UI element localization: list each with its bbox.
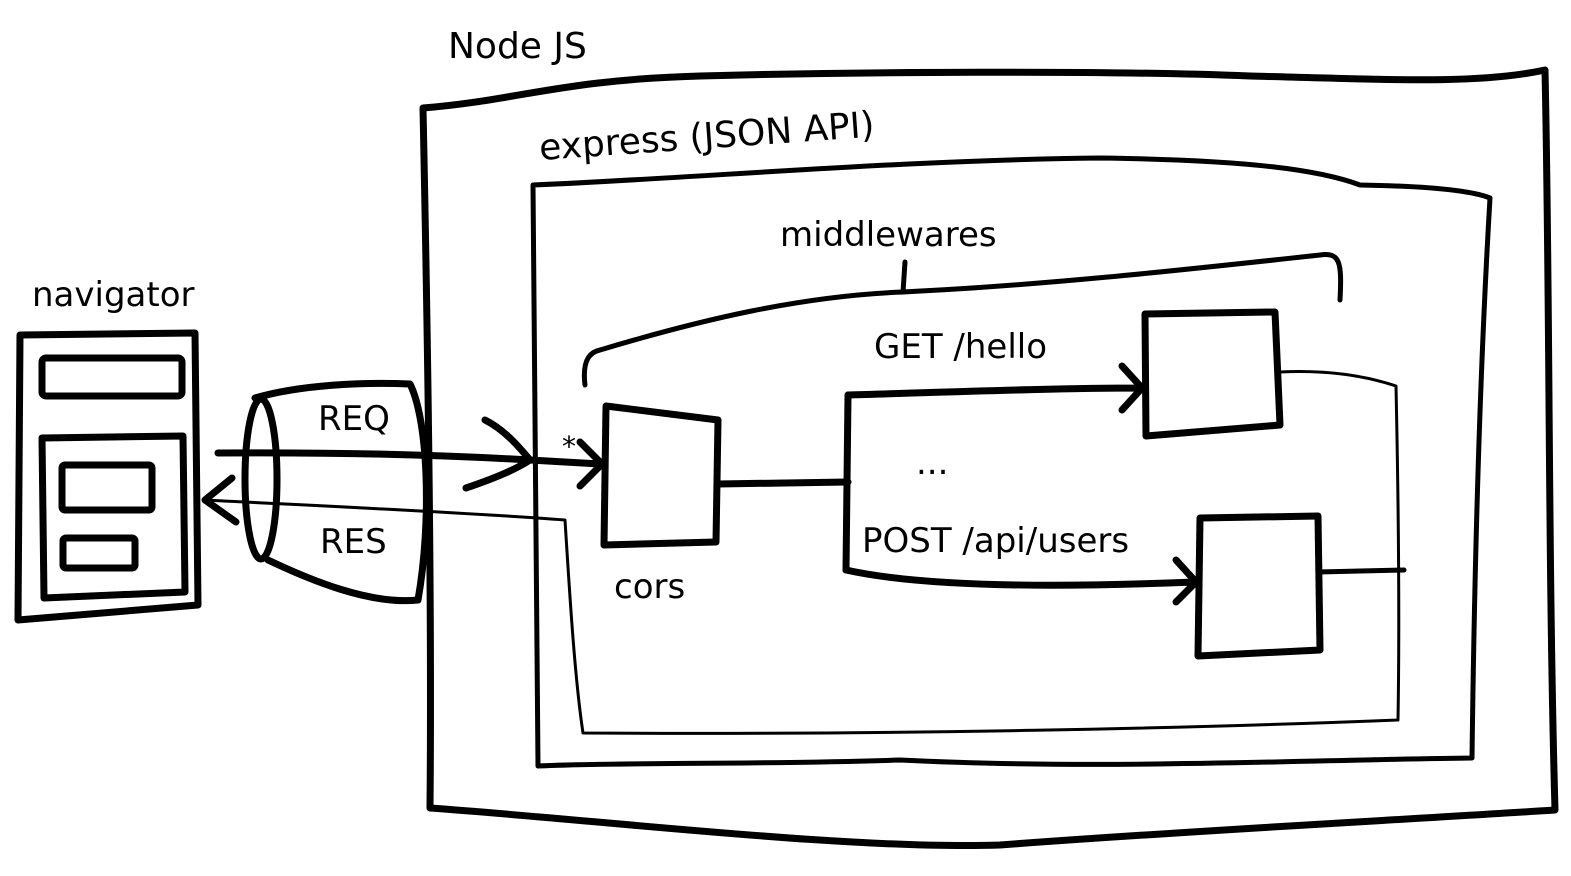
cors-label: cors <box>614 567 685 607</box>
req-label: REQ <box>318 399 390 439</box>
express-label: express (JSON API) <box>538 105 876 169</box>
navigator-window <box>14 329 202 624</box>
middlewares-bracket <box>581 252 1344 388</box>
node-js-container <box>419 66 1559 850</box>
wildcard-label: * <box>562 430 576 463</box>
post-to-return-line <box>1315 567 1407 575</box>
cors-to-routes-line <box>714 478 852 488</box>
express-container <box>530 155 1493 769</box>
res-return-line <box>203 370 1401 735</box>
get-route-arrow <box>844 362 1146 414</box>
route-ellipsis-label: ... <box>916 443 948 483</box>
res-arrowhead <box>201 474 240 526</box>
routes-trunk <box>842 391 852 574</box>
req-arrow <box>214 416 534 492</box>
middlewares-bracket-tick <box>900 259 908 295</box>
navigator-label: navigator <box>32 275 195 315</box>
middlewares-label: middlewares <box>780 215 997 255</box>
cors-box <box>600 402 722 549</box>
res-label: RES <box>320 522 387 562</box>
route-post-label: POST /api/users <box>862 521 1129 561</box>
route-get-label: GET /hello <box>874 327 1047 367</box>
post-route-arrow <box>842 556 1200 606</box>
http-pipe <box>241 379 430 605</box>
node-js-label: Node JS <box>448 26 587 67</box>
get-handler-box <box>1141 308 1284 440</box>
post-handler-box <box>1194 512 1324 660</box>
